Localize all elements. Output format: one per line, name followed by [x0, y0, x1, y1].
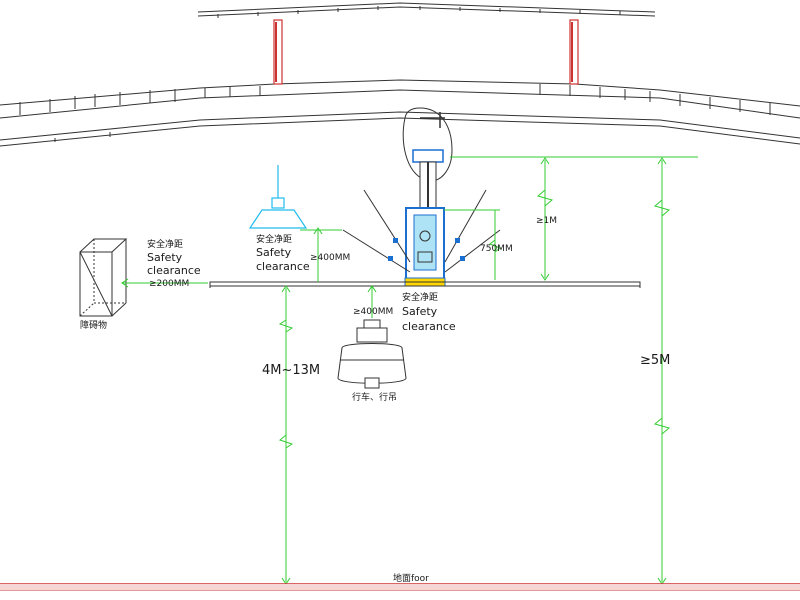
lamp-safety-en-1: Safety	[256, 246, 292, 259]
crane-name: 行车、行吊	[352, 391, 397, 403]
install-range: 4M~13M	[262, 363, 320, 378]
crane-safety-cn: 安全净距	[402, 291, 438, 303]
crane-distance: ≥400MM	[353, 307, 393, 317]
obstacle-safety-cn: 安全净距	[147, 238, 183, 250]
floor-label: 地面foor	[393, 572, 429, 584]
floor	[0, 583, 800, 591]
lamp-fixture	[248, 165, 308, 229]
crane-safety-en-2: clearance	[402, 320, 456, 333]
obstacle-safety-value: ≥200MM	[149, 279, 189, 289]
mount-height: ≥1M	[536, 216, 557, 226]
obstacle-safety-en-1: Safety	[147, 251, 183, 264]
roof-columns	[273, 19, 579, 85]
obstacle-box	[79, 238, 128, 317]
fan-assembly	[209, 107, 641, 288]
obstacle-name: 障碍物	[80, 319, 107, 331]
dimension-lines	[121, 156, 698, 585]
crane	[337, 319, 407, 389]
lamp-distance: ≥400MM	[310, 253, 350, 263]
lamp-safety-en-2: clearance	[256, 260, 310, 273]
lamp-safety-cn: 安全净距	[256, 233, 292, 245]
roof-truss	[0, 2, 800, 147]
motor-height: 750MM	[480, 244, 513, 254]
annotation-labels: 安全净距 Safety clearance ≥200MM 障碍物 安全净距 Sa…	[80, 216, 670, 584]
obstacle-safety-en-2: clearance	[147, 264, 201, 277]
min-height: ≥5M	[640, 353, 670, 368]
crane-safety-en-1: Safety	[402, 305, 438, 318]
